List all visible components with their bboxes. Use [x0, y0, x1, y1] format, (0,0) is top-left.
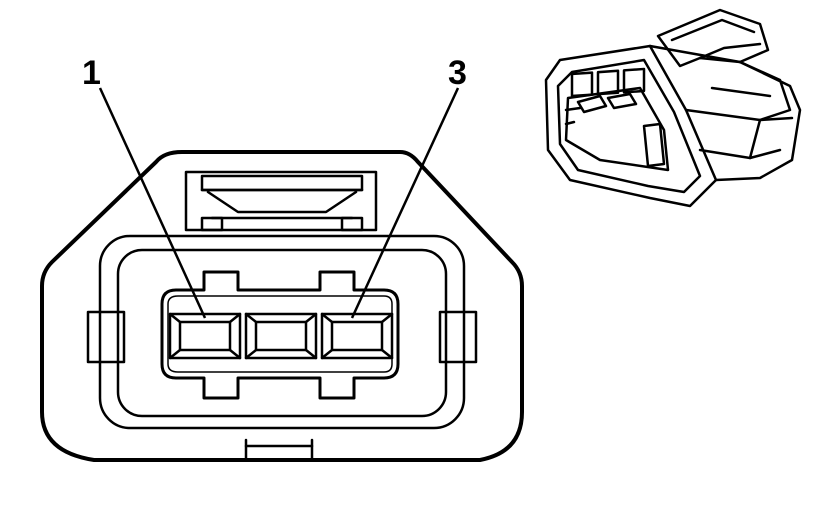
pin-callouts	[98, 87, 460, 319]
side-latch-right	[438, 310, 478, 364]
mating-shroud-outer	[98, 234, 466, 430]
iso-cavity-1	[570, 71, 594, 98]
leader-line-pin-1	[98, 87, 207, 319]
connector-face-view	[40, 150, 524, 462]
pin-label-1: 1	[82, 54, 101, 92]
connector-isometric-view	[544, 8, 802, 208]
bottom-seam	[244, 438, 314, 462]
side-latch-left	[86, 310, 126, 364]
pin-label-3: 3	[448, 54, 467, 92]
iso-terminal-face	[564, 86, 670, 172]
locking-tab	[184, 170, 378, 232]
terminal-cavity-2	[244, 312, 318, 360]
terminal-cavity-1	[168, 312, 242, 360]
iso-front-frame-inner	[556, 58, 702, 194]
connector-outer-shell	[40, 150, 524, 462]
iso-front-frame	[544, 44, 718, 208]
terminal-housing	[160, 270, 400, 400]
terminal-cavity-3	[320, 312, 394, 360]
iso-cavity-2	[596, 69, 620, 96]
terminal-housing-inner	[167, 295, 393, 373]
iso-cavity-3	[622, 67, 646, 94]
leader-line-pin-3	[350, 87, 460, 319]
mating-shroud-inner	[116, 248, 448, 418]
iso-locking-tab	[656, 8, 770, 68]
